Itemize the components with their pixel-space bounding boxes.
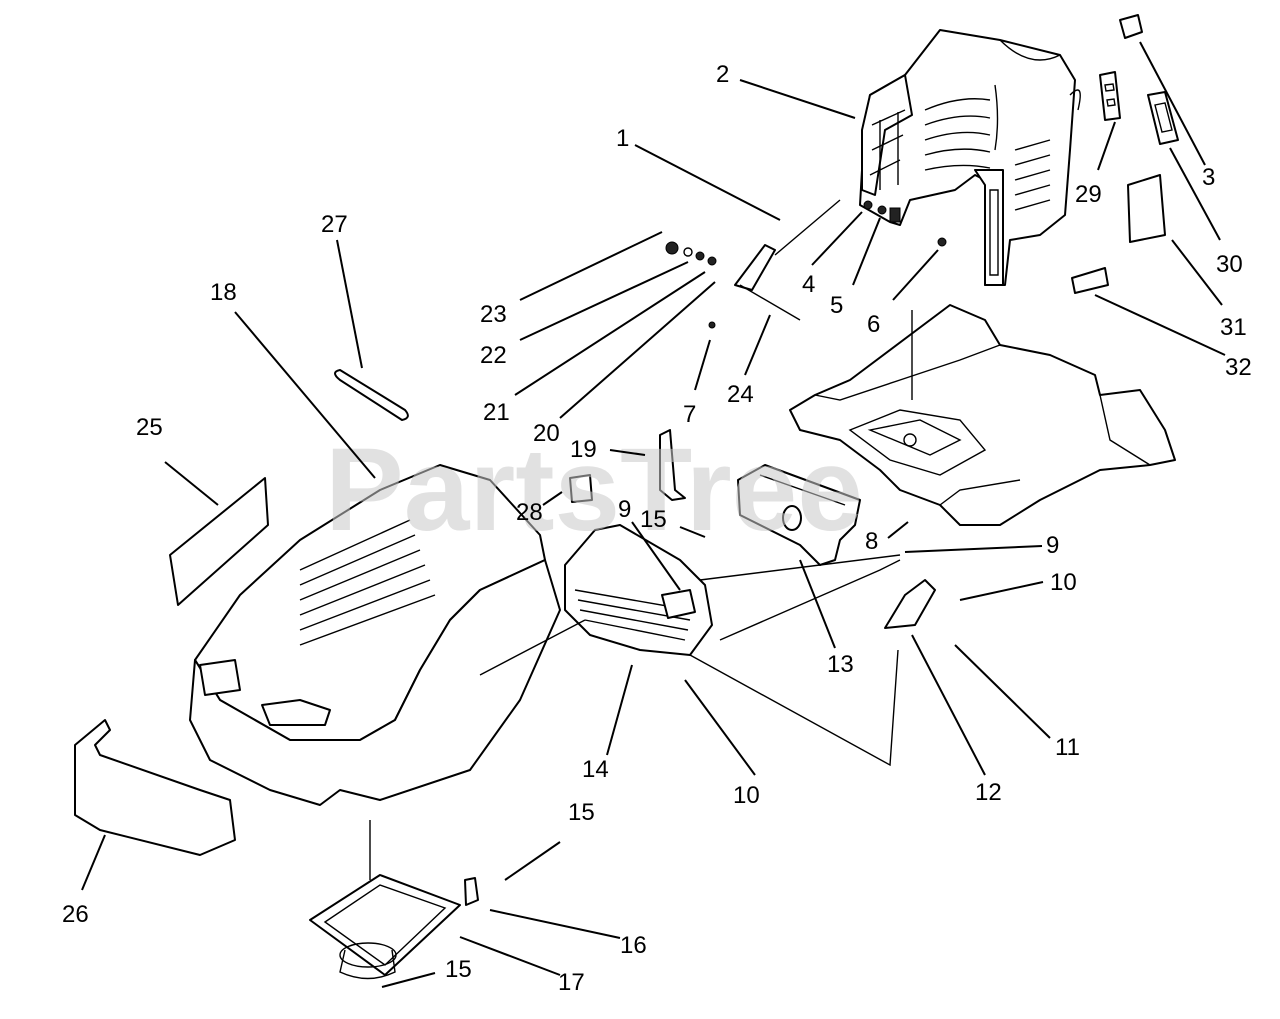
callout-13: 13 — [827, 651, 854, 678]
watermark: PartsTree — [325, 424, 863, 556]
leader-32 — [1094, 294, 1226, 356]
callout-15a: 15 — [640, 506, 667, 533]
callout-2: 2 — [716, 61, 729, 88]
leader-28 — [542, 491, 563, 506]
callout-4: 4 — [802, 271, 815, 298]
callout-9b: 9 — [1046, 532, 1059, 559]
callout-24: 24 — [727, 381, 754, 408]
callout-10b: 10 — [733, 782, 760, 809]
leader-14 — [606, 664, 633, 756]
leader-7 — [694, 339, 711, 391]
leader-16 — [489, 909, 621, 939]
callout-16: 16 — [620, 932, 647, 959]
leader-29 — [1097, 121, 1116, 171]
leader-4 — [811, 211, 863, 266]
leader-9b — [904, 545, 1043, 553]
leader-18 — [234, 311, 376, 479]
leader-9a — [631, 521, 681, 591]
leader-17 — [459, 936, 561, 976]
leader-30 — [1169, 147, 1221, 241]
part-bracket-19 — [659, 429, 686, 501]
callout-21: 21 — [483, 399, 510, 426]
callout-23: 23 — [480, 301, 507, 328]
leader-12 — [911, 634, 986, 776]
callout-7: 7 — [683, 401, 696, 428]
leader-6 — [892, 249, 939, 301]
leader-25 — [164, 461, 219, 506]
callout-28: 28 — [516, 499, 543, 526]
callout-22: 22 — [480, 342, 507, 369]
part-hood — [189, 464, 561, 806]
callout-29: 29 — [1075, 181, 1102, 208]
leader-23 — [519, 231, 663, 301]
callout-9a: 9 — [618, 496, 631, 523]
leader-24 — [744, 314, 771, 376]
part-bumper — [74, 719, 236, 856]
part-wire — [1069, 89, 1081, 111]
part-grille — [564, 524, 713, 656]
leader-8 — [887, 521, 909, 539]
part-decal-27 — [334, 369, 409, 421]
callout-19: 19 — [570, 436, 597, 463]
callout-20: 20 — [533, 420, 560, 447]
leader-27 — [336, 239, 363, 369]
leader-1 — [634, 144, 781, 221]
leader-15a — [679, 526, 706, 538]
part-dash-housing — [859, 29, 1076, 286]
part-intake-funnel — [309, 874, 479, 980]
callout-14: 14 — [582, 756, 609, 783]
leader-20 — [559, 281, 716, 419]
part-floor-pan — [789, 304, 1176, 526]
leader-3 — [1139, 41, 1206, 166]
leader-13 — [799, 559, 836, 649]
callout-10a: 10 — [1050, 569, 1077, 596]
callout-27: 27 — [321, 211, 348, 238]
callout-6: 6 — [867, 311, 880, 338]
callout-8: 8 — [865, 528, 878, 555]
part-decal-25 — [169, 477, 269, 606]
leader-11 — [954, 644, 1051, 739]
leader-15c — [381, 972, 436, 988]
leader-5 — [852, 217, 881, 286]
part-bracket-12 — [884, 579, 936, 629]
callout-26: 26 — [62, 901, 89, 928]
callout-15b: 15 — [568, 799, 595, 826]
callout-1: 1 — [616, 125, 629, 152]
part-decal-28 — [569, 474, 593, 503]
assembly-guides — [369, 310, 913, 880]
part-cable-assembly — [665, 199, 947, 329]
callout-5: 5 — [830, 292, 843, 319]
leader-22 — [519, 261, 689, 341]
leader-10a — [959, 581, 1044, 601]
part-decals-dash — [1071, 71, 1179, 294]
leader-15b — [504, 841, 561, 881]
callout-3: 3 — [1202, 164, 1215, 191]
callout-25: 25 — [136, 414, 163, 441]
leader-lines — [81, 41, 1226, 988]
leader-2 — [739, 79, 856, 119]
callout-31: 31 — [1220, 314, 1247, 341]
leader-19 — [609, 449, 646, 456]
callout-15c: 15 — [445, 956, 472, 983]
callout-30: 30 — [1216, 251, 1243, 278]
leader-31 — [1171, 239, 1223, 306]
part-heat-shield — [737, 464, 861, 566]
callout-18: 18 — [210, 279, 237, 306]
leader-10b — [684, 679, 756, 776]
callout-17: 17 — [558, 969, 585, 996]
leader-26 — [81, 834, 106, 891]
callout-32: 32 — [1225, 354, 1252, 381]
part-knob — [1119, 14, 1143, 39]
leader-21 — [514, 271, 706, 396]
callout-labels: 1 2 3 4 5 6 7 8 9 9 10 10 11 12 13 14 15… — [62, 61, 1252, 996]
callout-11: 11 — [1055, 734, 1080, 761]
callout-12: 12 — [975, 779, 1002, 806]
